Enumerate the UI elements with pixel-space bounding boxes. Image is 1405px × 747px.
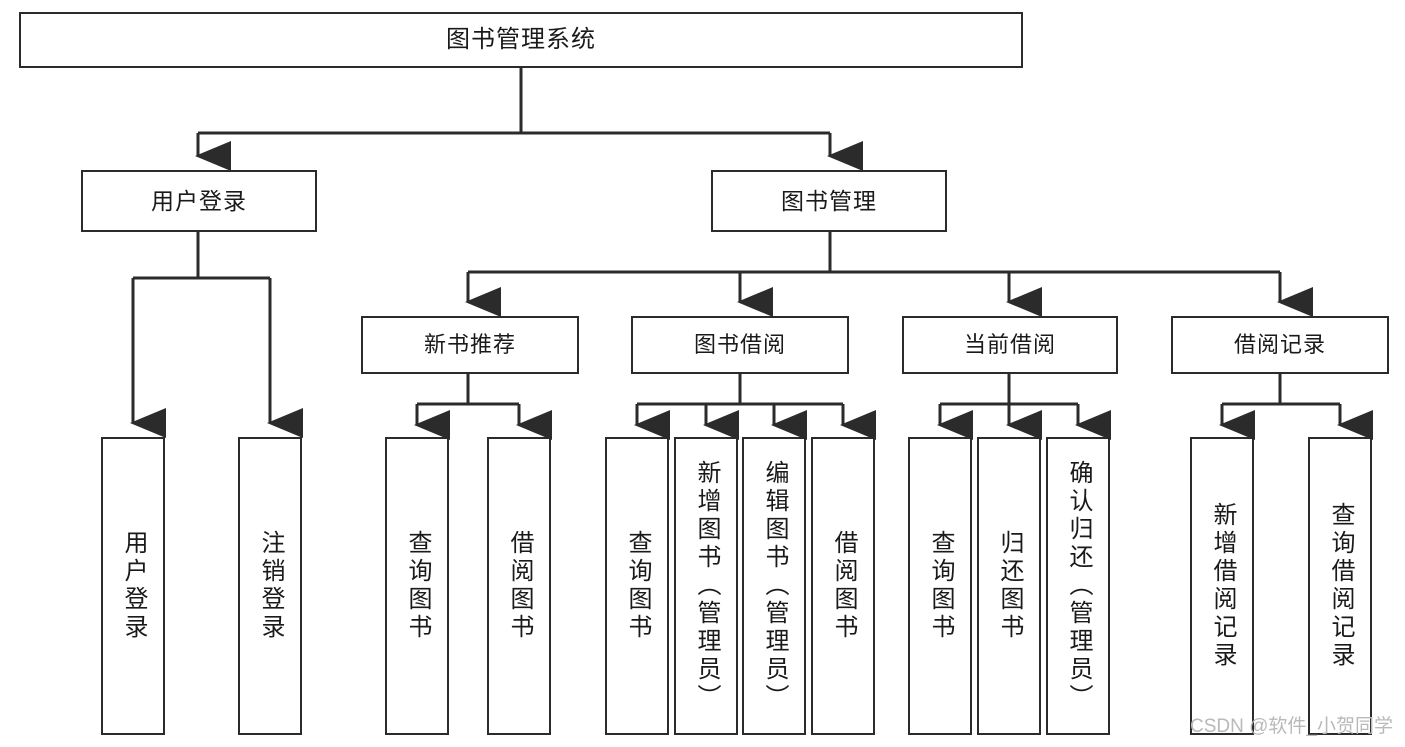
leaf-user-login-login[interactable]: 用户登录 xyxy=(101,437,165,735)
csdn-watermark: CSDN @软件_小贺同学 xyxy=(1190,716,1393,737)
leaf-current-borrow-confirm-return-admin[interactable]: 确认归还（管理员） xyxy=(1046,437,1110,735)
node-label: 图书管理系统 xyxy=(446,26,596,54)
node-label: 注销登录 xyxy=(257,530,284,642)
node-label: 查询图书 xyxy=(404,530,431,642)
node-label: 图书借阅 xyxy=(693,332,786,358)
node-label: 确认归还（管理员） xyxy=(1065,460,1092,712)
node-new-book-recommend[interactable]: 新书推荐 xyxy=(361,316,579,374)
node-label: 借阅记录 xyxy=(1233,332,1326,358)
node-label: 新书推荐 xyxy=(423,332,516,358)
node-label: 借阅图书 xyxy=(830,530,857,642)
node-label: 查询图书 xyxy=(624,530,651,642)
leaf-book-borrow-borrow-book[interactable]: 借阅图书 xyxy=(811,437,875,735)
node-label: 归还图书 xyxy=(996,530,1023,642)
leaf-current-borrow-query-book[interactable]: 查询图书 xyxy=(908,437,972,735)
node-label: 用户登录 xyxy=(120,530,147,642)
leaf-borrow-record-add-record[interactable]: 新增借阅记录 xyxy=(1190,437,1254,735)
leaf-book-borrow-add-book-admin[interactable]: 新增图书（管理员） xyxy=(674,437,738,735)
node-label: 新增图书（管理员） xyxy=(693,460,720,712)
leaf-user-login-logout[interactable]: 注销登录 xyxy=(238,437,302,735)
node-user-login[interactable]: 用户登录 xyxy=(81,170,317,232)
leaf-book-borrow-query-book[interactable]: 查询图书 xyxy=(605,437,669,735)
node-label: 用户登录 xyxy=(151,187,247,214)
leaf-borrow-record-query-record[interactable]: 查询借阅记录 xyxy=(1308,437,1372,735)
node-book-management[interactable]: 图书管理 xyxy=(711,170,947,232)
node-current-borrow[interactable]: 当前借阅 xyxy=(902,316,1118,374)
node-label: 当前借阅 xyxy=(963,332,1056,358)
node-borrow-record[interactable]: 借阅记录 xyxy=(1171,316,1389,374)
node-label: 新增借阅记录 xyxy=(1209,502,1236,670)
node-book-borrow[interactable]: 图书借阅 xyxy=(631,316,849,374)
node-label: 图书管理 xyxy=(781,187,877,214)
node-label: 编辑图书（管理员） xyxy=(761,460,788,712)
node-label: 查询借阅记录 xyxy=(1327,502,1354,670)
node-root-book-management-system[interactable]: 图书管理系统 xyxy=(19,12,1023,68)
node-label: 借阅图书 xyxy=(506,530,533,642)
leaf-current-borrow-return-book[interactable]: 归还图书 xyxy=(977,437,1041,735)
leaf-new-book-borrow-book[interactable]: 借阅图书 xyxy=(487,437,551,735)
node-label: 查询图书 xyxy=(927,530,954,642)
leaf-book-borrow-edit-book-admin[interactable]: 编辑图书（管理员） xyxy=(742,437,806,735)
leaf-new-book-query-book[interactable]: 查询图书 xyxy=(385,437,449,735)
